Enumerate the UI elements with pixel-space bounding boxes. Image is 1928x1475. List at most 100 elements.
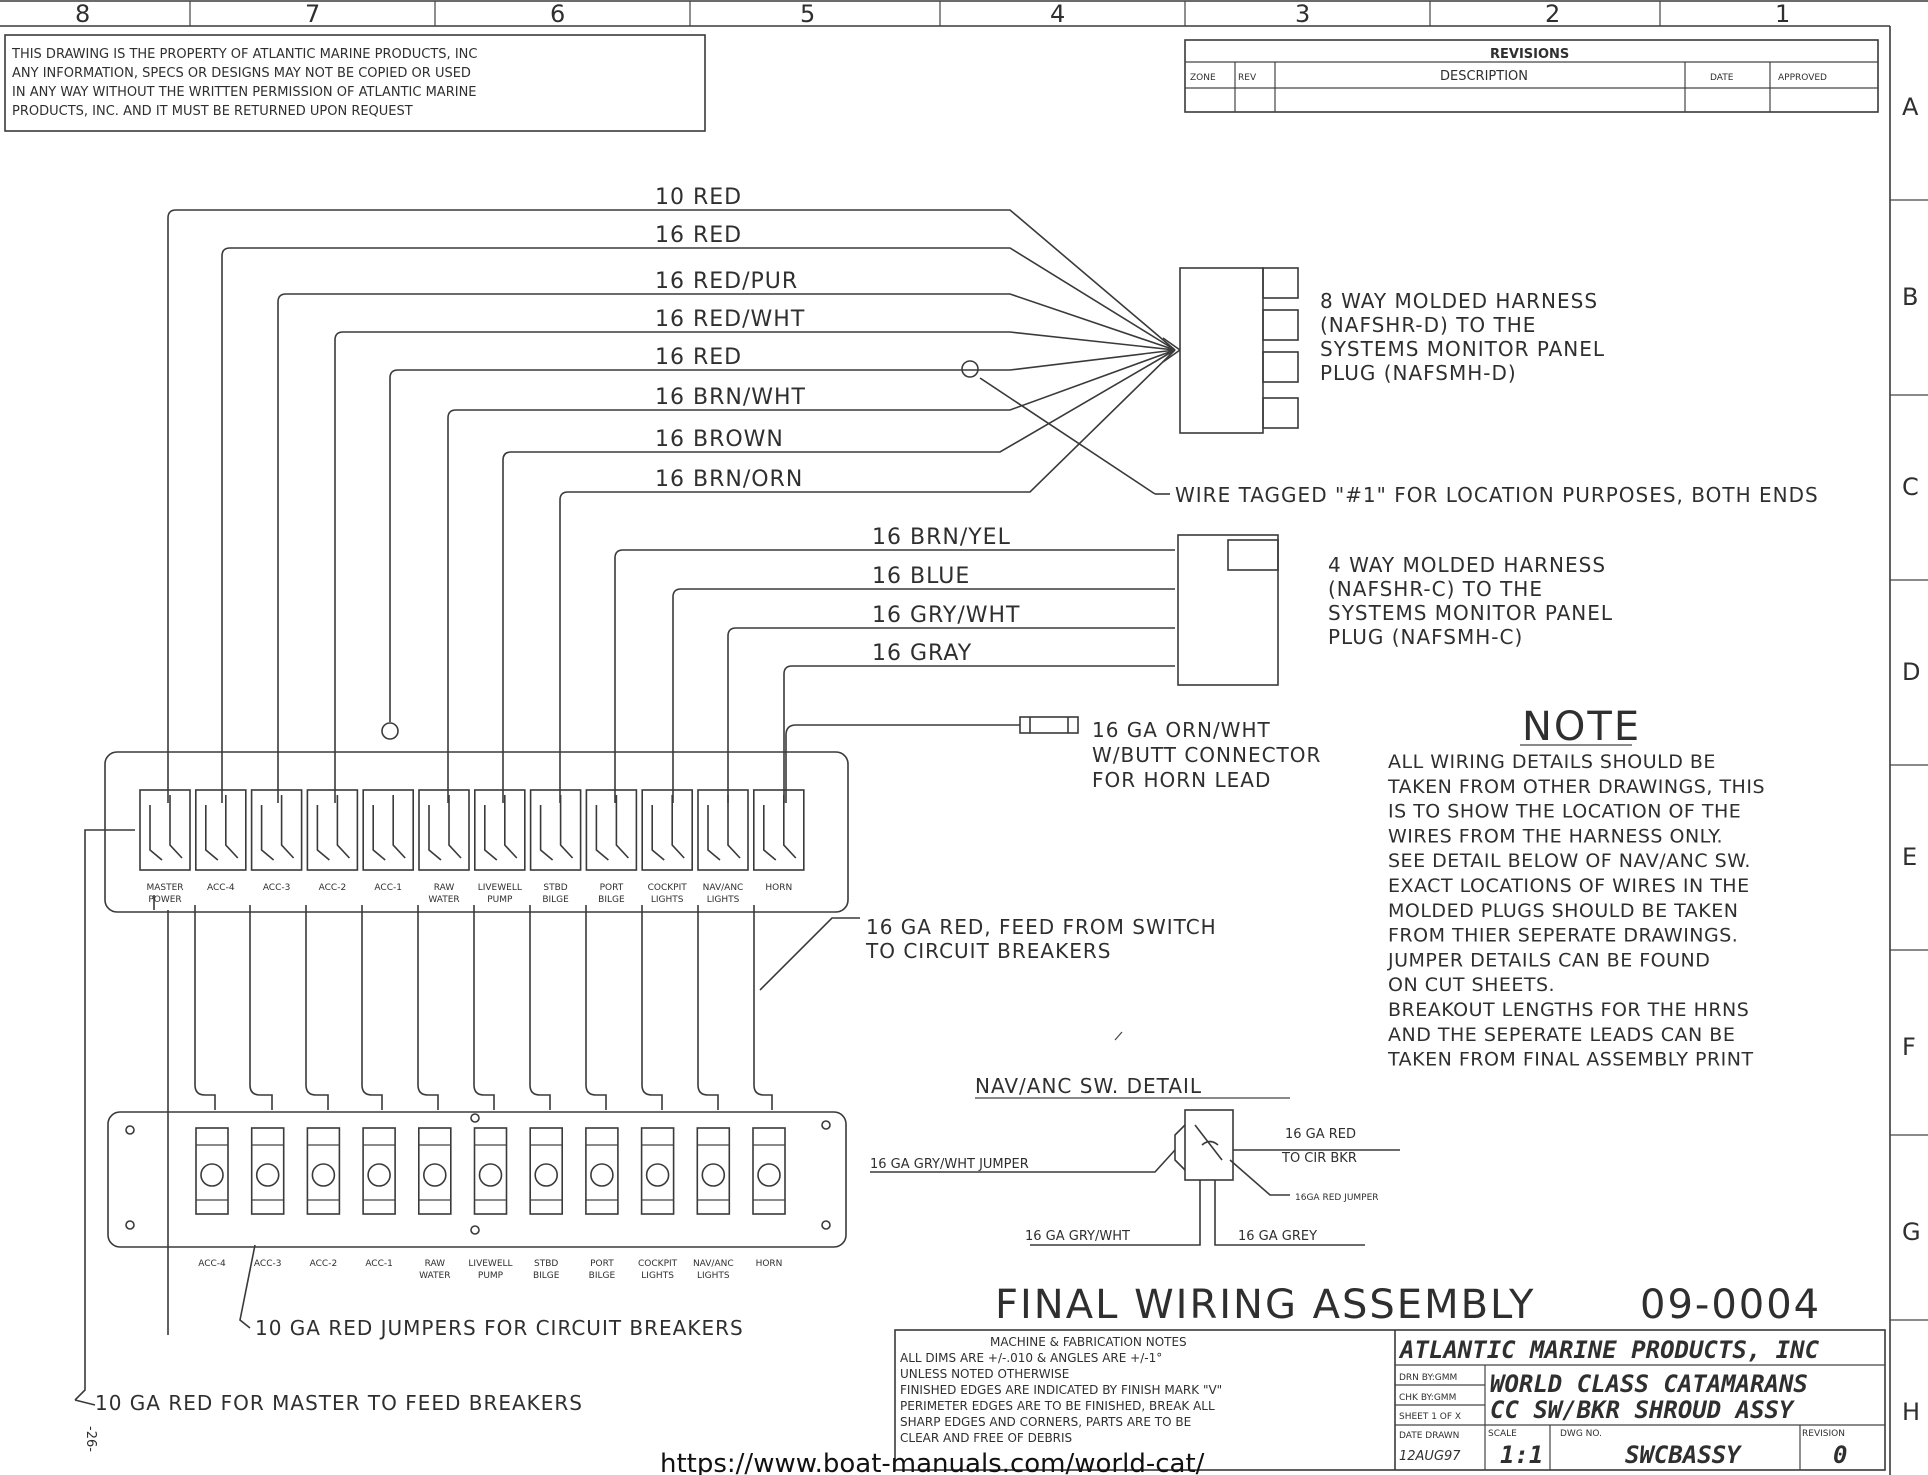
zone-label: A (1902, 93, 1919, 121)
feed-note-line: 16 GA RED, FEED FROM SWITCH (866, 915, 1217, 939)
nav-gry-jumper-label: 16 GA GRY/WHT JUMPER (870, 1157, 1029, 1172)
revisions-col-rev: REV (1238, 73, 1257, 83)
horn-lead-label-line: W/BUTT CONNECTOR (1092, 743, 1321, 767)
zone-label: G (1902, 1218, 1921, 1246)
wire-label: 10 RED (655, 185, 742, 210)
revision-label: REVISION (1802, 1429, 1845, 1439)
revisions-table: REVISIONS ZONE REV DESCRIPTION DATE APPR… (1184, 39, 1879, 113)
circuit-breaker: ACC-4 (195, 1127, 229, 1269)
feed-note-line: TO CIRCUIT BREAKERS (865, 939, 1111, 963)
wire-label: 16 GRY/WHT (872, 603, 1021, 628)
breaker-label-line2: LIGHTS (641, 1271, 674, 1281)
switch-label-line2: PUMP (487, 895, 513, 905)
harness4-connector (1177, 534, 1279, 686)
switch-label: RAW (434, 883, 455, 893)
switch-label-line2: BILGE (598, 895, 625, 905)
note-line: ALL WIRING DETAILS SHOULD BE (1388, 751, 1716, 773)
revisions-title: REVISIONS (1490, 47, 1569, 62)
revisions-col-description: DESCRIPTION (1440, 69, 1528, 84)
wire-tag-leader: WIRE TAGGED "#1" FOR LOCATION PURPOSES, … (979, 377, 1819, 507)
harness-label-line: SYSTEMS MONITOR PANEL (1328, 601, 1613, 625)
note-line: SEE DETAIL BELOW OF NAV/ANC SW. (1388, 850, 1751, 872)
machine-note-line: FINISHED EDGES ARE INDICATED BY FINISH M… (900, 1383, 1222, 1397)
rocker-switch: ACC-4 (195, 789, 247, 893)
breaker-label: COCKPIT (638, 1259, 678, 1269)
general-note: NOTE ALL WIRING DETAILS SHOULD BE TAKEN F… (1387, 704, 1765, 1071)
feed-note: 16 GA RED, FEED FROM SWITCH TO CIRCUIT B… (759, 915, 1217, 991)
wire-tag-note: WIRE TAGGED "#1" FOR LOCATION PURPOSES, … (1175, 483, 1819, 507)
harness-label-line: PLUG (NAFSMH-D) (1320, 361, 1517, 385)
switch-label: LIVEWELL (478, 883, 522, 893)
wire-label: 16 GRAY (872, 641, 972, 666)
switch-label: MASTER (146, 883, 183, 893)
zone-label: 4 (1050, 0, 1065, 28)
machine-note-line: PERIMETER EDGES ARE TO BE FINISHED, BREA… (900, 1399, 1215, 1413)
nav-anc-switch-detail: NAV/ANC SW. DETAIL 16 GA RED TO CIR BKR … (870, 1031, 1400, 1246)
scale-value: 1:1 (1500, 1441, 1543, 1469)
horn-lead-label-line: 16 GA ORN/WHT (1092, 718, 1271, 742)
title-block: MACHINE & FABRICATION NOTES ALL DIMS ARE… (894, 1329, 1886, 1471)
zone-letters-right: A B C D E F G H (1902, 93, 1921, 1426)
nav-red-label: 16 GA RED (1285, 1127, 1356, 1142)
breaker-label: HORN (756, 1259, 783, 1269)
rocker-switch: HORN (752, 789, 805, 893)
zone-numbers-top: 8 7 6 5 4 3 2 1 (75, 0, 1790, 28)
note-lines: ALL WIRING DETAILS SHOULD BE TAKEN FROM O… (1387, 751, 1765, 1071)
dwg-no-label: DWG NO. (1560, 1429, 1602, 1439)
breaker-label: PORT (590, 1259, 614, 1269)
date-drawn: 12AUG97 (1399, 1449, 1461, 1464)
master-note: 10 GA RED FOR MASTER TO FEED BREAKERS -2… (74, 1391, 582, 1452)
machine-note-line: ALL DIMS ARE +/-.010 & ANGLES ARE +/-1° (900, 1351, 1162, 1365)
harness8-label: 8 WAY MOLDED HARNESS (NAFSHR-D) TO THE S… (1320, 289, 1605, 385)
harness4-label: 4 WAY MOLDED HARNESS (NAFSHR-C) TO THE S… (1328, 553, 1613, 649)
rocker-switch: ACC-1 (362, 789, 415, 893)
page-number: -26- (83, 1426, 98, 1452)
switch-label: ACC-3 (263, 883, 291, 893)
zone-label: 3 (1295, 0, 1310, 28)
note-title: NOTE (1522, 704, 1641, 750)
nav-jumper-red-label: 16GA RED JUMPER (1295, 1193, 1379, 1203)
revision-value: 0 (1833, 1441, 1847, 1469)
breaker-label: ACC-1 (365, 1259, 393, 1269)
machine-note-line: UNLESS NOTED OTHERWISE (900, 1367, 1069, 1381)
breaker-label: LIVEWELL (468, 1259, 512, 1269)
zone-label: 8 (75, 0, 90, 28)
wire-label: 16 BRN/ORN (655, 467, 803, 492)
rocker-switch: LIVEWELL PUMP (473, 789, 526, 905)
breaker-label-line2: LIGHTS (697, 1271, 730, 1281)
note-line: FROM THIER SEPERATE DRAWINGS. (1388, 925, 1738, 947)
date-drawn-label: DATE DRAWN (1399, 1431, 1459, 1441)
rocker-switch: ACC-2 (306, 789, 359, 893)
breaker-label: ACC-2 (310, 1259, 338, 1269)
revisions-col-date: DATE (1710, 73, 1734, 83)
switch-label: HORN (765, 883, 792, 893)
switch-label: COCKPIT (648, 883, 688, 893)
switch-label: PORT (600, 883, 624, 893)
notice-line: ANY INFORMATION, SPECS OR DESIGNS MAY NO… (12, 66, 471, 81)
breaker-label-line2: BILGE (533, 1271, 560, 1281)
machine-note-line: CLEAR AND FREE OF DEBRIS (900, 1431, 1072, 1445)
nav-detail-title: NAV/ANC SW. DETAIL (975, 1074, 1202, 1098)
nav-red-label-2: TO CIR BKR (1281, 1151, 1357, 1166)
harness-label-line: (NAFSHR-D) TO THE (1320, 313, 1536, 337)
wire-label: 16 RED/WHT (655, 307, 805, 332)
zone-label: 1 (1775, 0, 1790, 28)
switch-label: STBD (543, 883, 567, 893)
note-line: TAKEN FROM OTHER DRAWINGS, THIS (1387, 776, 1765, 798)
drawing-name-line2: CC SW/BKR SHROUD ASSY (1490, 1396, 1795, 1424)
harness4-wires (614, 549, 1175, 803)
notice-line: IN ANY WAY WITHOUT THE WRITTEN PERMISSIO… (12, 85, 477, 100)
wire-label: 16 BRN/YEL (872, 525, 1011, 550)
zone-label: H (1902, 1398, 1920, 1426)
harness-label-line: SYSTEMS MONITOR PANEL (1320, 337, 1605, 361)
breaker-label: ACC-3 (254, 1259, 282, 1269)
